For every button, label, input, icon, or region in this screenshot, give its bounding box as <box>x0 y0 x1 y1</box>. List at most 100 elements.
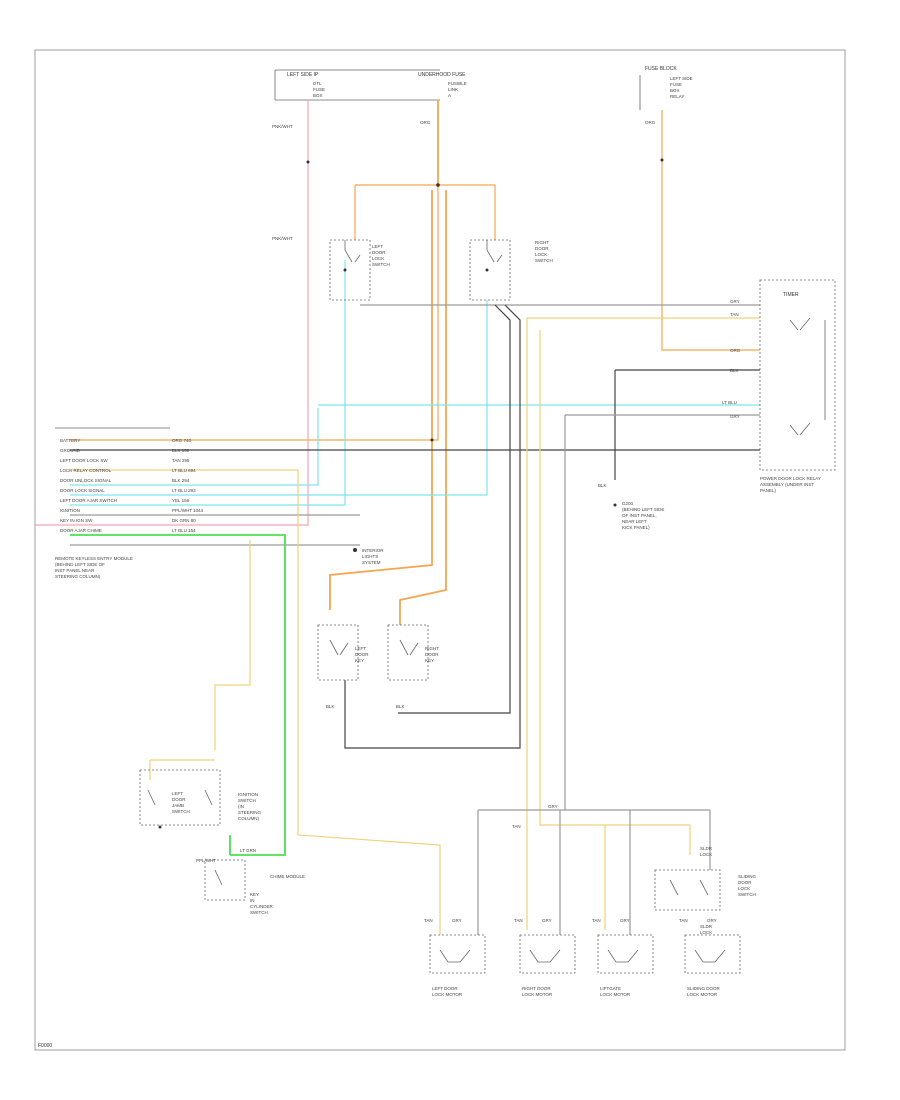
svg-text:SLDR: SLDR <box>700 924 713 929</box>
timer-relay-module: TIMER GRY TAN ORG BLK LT BLU GRY POWER D… <box>722 279 836 493</box>
svg-text:RIGHT: RIGHT <box>535 240 549 245</box>
svg-text:SWITCH: SWITCH <box>535 258 553 263</box>
module-pin-wire: LT BLU 154 <box>172 528 196 533</box>
module-pin-wire: ORG 740 <box>172 438 192 443</box>
svg-text:SWITCH: SWITCH <box>372 262 390 267</box>
key-in-cylinder-switch: KEY IN CYLINDER SWITCH CHIME MODULE <box>204 859 305 915</box>
svg-text:TAN: TAN <box>512 824 521 829</box>
svg-text:IN: IN <box>250 898 255 903</box>
svg-text:PNK/WHT: PNK/WHT <box>272 124 293 129</box>
svg-text:FUSE: FUSE <box>313 87 325 92</box>
motor-name: SLIDING DOOR <box>687 986 721 991</box>
svg-text:LEFT: LEFT <box>172 791 183 796</box>
module-pin-label: DOOR LOCK SIGNAL <box>60 488 105 493</box>
svg-text:G200: G200 <box>622 501 634 506</box>
svg-text:IGNITION: IGNITION <box>238 792 258 797</box>
timer-title: TIMER <box>783 292 799 298</box>
svg-text:(IN: (IN <box>238 804 244 809</box>
svg-text:BOX: BOX <box>313 93 323 98</box>
svg-text:FUSIBLE: FUSIBLE <box>448 81 467 86</box>
svg-text:PNK/WHT: PNK/WHT <box>272 236 293 241</box>
module-pin-wire: BLK 150 <box>172 448 190 453</box>
svg-text:JAMB: JAMB <box>172 803 184 808</box>
chime-module-label: CHIME MODULE <box>270 874 305 879</box>
svg-text:SYSTEM: SYSTEM <box>362 560 381 565</box>
top-mid-fuse: UNDERHOOD FUSE FUSIBLE LINK A <box>418 72 467 98</box>
svg-text:PPL/WHT: PPL/WHT <box>196 858 216 863</box>
module-pin-wire: PPL/WHT 1044 <box>172 508 204 513</box>
svg-text:KICK PANEL): KICK PANEL) <box>622 525 650 530</box>
svg-text:LIGHTS: LIGHTS <box>362 554 378 559</box>
left-door-lock-switch: LEFT DOOR LOCK SWITCH <box>329 239 390 301</box>
svg-text:CYLINDER: CYLINDER <box>250 904 274 909</box>
wire-orange-main: ORG <box>70 100 496 625</box>
svg-text:INST PANEL NEAR: INST PANEL NEAR <box>55 568 95 573</box>
svg-text:SWITCH: SWITCH <box>250 910 268 915</box>
motor-pin-label: TAN <box>592 918 601 923</box>
svg-text:GRY: GRY <box>548 804 558 809</box>
top-left-fuse-title: LEFT SIDE IP <box>287 72 319 78</box>
module-pin-wire: LT BLU 694 <box>172 468 196 473</box>
top-mid-fuse-title: UNDERHOOD FUSE <box>418 72 466 78</box>
wire-gry-bus: GRY <box>477 804 711 935</box>
svg-text:DOOR: DOOR <box>172 797 186 802</box>
left-door-jamb-switch: LEFT DOOR JAMB SWITCH <box>139 769 221 829</box>
module-pin-label: LEFT DOOR LOCK SW <box>60 458 108 463</box>
svg-text:LOCK: LOCK <box>535 252 547 257</box>
module-pin-label: DOOR UNLOCK SIGNAL <box>60 478 112 483</box>
motor-name: LOCK MOTOR <box>600 992 631 997</box>
svg-text:KEY: KEY <box>425 658 434 663</box>
svg-text:LINK: LINK <box>448 87 458 92</box>
top-left-fuse: LEFT SIDE IP DTL FUSE BOX <box>274 69 440 101</box>
module-pin-label: DOOR AJAR CHIME <box>60 528 102 533</box>
svg-text:KEY: KEY <box>355 658 364 663</box>
svg-text:LOCK: LOCK <box>738 886 750 891</box>
svg-text:LT BLU: LT BLU <box>722 400 737 405</box>
motor-pin-label: TAN <box>424 918 433 923</box>
svg-text:BLK: BLK <box>598 483 607 488</box>
interior-lights-system: INTERIOR LIGHTS SYSTEM <box>362 548 384 565</box>
right-door-key-switch: RIGHT DOOR KEY BLK <box>387 624 439 709</box>
svg-text:SWITCH: SWITCH <box>738 892 756 897</box>
svg-text:STEERING COLUMN): STEERING COLUMN) <box>55 574 101 579</box>
svg-text:ASSEMBLY (UNDER INST: ASSEMBLY (UNDER INST <box>760 482 814 487</box>
motor-pin-label: GRY <box>707 918 717 923</box>
page-tag: F0000 <box>38 1043 52 1049</box>
wire-cyan <box>70 260 760 506</box>
wire-black <box>70 304 760 810</box>
module-pin-wire: LT BLU 293 <box>172 488 196 493</box>
svg-text:PANEL): PANEL) <box>760 488 776 493</box>
module-pin-wire: BLK 294 <box>172 478 190 483</box>
svg-text:KEY: KEY <box>250 892 259 897</box>
svg-text:POWER DOOR LOCK RELAY: POWER DOOR LOCK RELAY <box>760 476 821 481</box>
motor-name: LEFT DOOR <box>432 986 458 991</box>
module-pin-wire: DK GRN 80 <box>172 518 196 523</box>
svg-text:DOOR: DOOR <box>738 880 752 885</box>
motor-pin-label: TAN <box>679 918 688 923</box>
module-pin-label: BATTERY <box>60 438 80 443</box>
module-pin-wire: YEL 156 <box>172 498 190 503</box>
motor-pin-label: TAN <box>514 918 523 923</box>
svg-text:RELAY: RELAY <box>670 94 684 99</box>
motor-pin-label: GRY <box>542 918 552 923</box>
motor-name: LOCK MOTOR <box>687 992 718 997</box>
svg-text:NEAR LEFT: NEAR LEFT <box>622 519 647 524</box>
svg-text:DOOR: DOOR <box>425 652 439 657</box>
motor-name: LOCK MOTOR <box>432 992 463 997</box>
wire-orange-right: ORG <box>645 110 760 351</box>
svg-text:DOOR: DOOR <box>535 246 549 251</box>
svg-text:LEFT: LEFT <box>372 244 383 249</box>
svg-text:DOOR: DOOR <box>372 250 386 255</box>
svg-text:ORG: ORG <box>420 120 431 125</box>
svg-text:GRY: GRY <box>730 414 740 419</box>
ground-g200: BLK G200 (BEHIND LEFT SIDE OF INST PANEL… <box>598 483 664 530</box>
svg-text:SLDR: SLDR <box>700 846 713 851</box>
motor-name: LOCK MOTOR <box>522 992 553 997</box>
svg-text:LT GRN: LT GRN <box>240 848 256 853</box>
svg-text:FUSE: FUSE <box>670 82 682 87</box>
